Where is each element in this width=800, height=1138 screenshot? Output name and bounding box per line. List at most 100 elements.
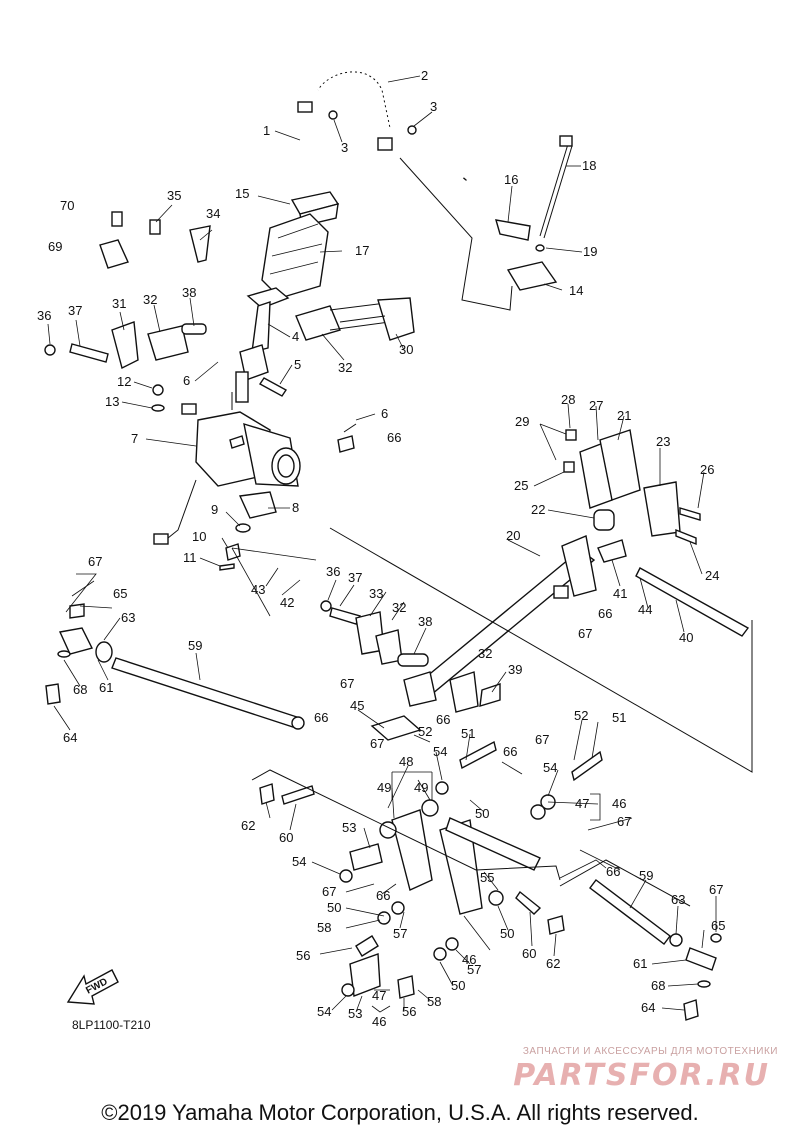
callout-21: 21 [617,408,631,423]
callout-17: 17 [355,243,369,258]
callout-10: 10 [192,529,206,544]
callout-4: 4 [292,329,299,344]
callout-36a: 36 [37,308,51,323]
callout-6a: 6 [183,373,190,388]
callout-18: 18 [582,158,596,173]
middle-linkage [320,600,501,713]
callout-60a: 60 [279,830,293,845]
callout-66g: 66 [606,864,620,879]
callout-49a: 49 [377,780,391,795]
callout-57b: 57 [467,962,481,977]
upper-clamp-assembly [563,429,701,546]
callout-15: 15 [235,186,249,201]
steering-column [235,287,290,403]
callout-2: 2 [421,68,428,83]
group-connectors [65,573,607,1013]
callout-39: 39 [508,662,522,677]
watermark-tagline: ЗАПЧАСТИ И АКСЕССУАРЫ ДЛЯ МОТОТЕХНИКИ [522,1046,778,1057]
callout-32b: 32 [338,360,352,375]
watermark-logo: PARTSFOR.RU [513,1058,770,1093]
callout-53b: 53 [348,1006,362,1021]
callout-66d: 66 [314,710,328,725]
callout-27: 27 [589,398,603,413]
callout-25: 25 [514,478,528,493]
callout-14: 14 [569,283,583,298]
callout-51b: 51 [612,710,626,725]
callout-50d: 50 [451,978,465,993]
callout-61b: 61 [633,956,647,971]
callout-59a: 59 [188,638,202,653]
copyright-notice: ©2019 Yamaha Motor Corporation, U.S.A. A… [101,1100,699,1125]
callout-8: 8 [292,500,299,515]
callout-9: 9 [211,502,218,517]
callout-66c: 66 [436,712,450,727]
callout-63a: 63 [121,610,135,625]
callout-32a: 32 [143,292,157,307]
left-bracket-parts [44,211,211,370]
callout-49b: 49 [414,780,428,795]
diagram-code: 8LP1100-T210 [72,1018,151,1032]
callout-48: 48 [399,754,413,769]
callout-65b: 65 [711,918,725,933]
callout-61a: 61 [99,680,113,695]
callout-33: 33 [369,586,383,601]
callout-50c: 50 [500,926,514,941]
callout-13: 13 [105,394,119,409]
callout-42: 42 [280,595,294,610]
callout-11: 11 [183,550,197,565]
callout-37b: 37 [348,570,362,585]
callout-67b: 67 [578,626,592,641]
callout-3b: 3 [430,99,437,114]
callout-68a: 68 [73,682,87,697]
callout-3a: 3 [341,140,348,155]
callout-68b: 68 [651,978,665,993]
callout-46c: 46 [372,1014,386,1029]
callout-50b: 50 [327,900,341,915]
callout-58a: 58 [317,920,331,935]
callout-50a: 50 [475,806,489,821]
right-bracket [295,297,415,341]
callout-66e: 66 [503,744,517,759]
callout-24: 24 [705,568,719,583]
callout-1: 1 [263,123,270,138]
callout-29: 29 [515,414,529,429]
callout-54c: 54 [292,854,306,869]
callout-38b: 38 [418,614,432,629]
callout-43: 43 [251,582,265,597]
eps-unit [153,392,301,545]
callout-46a: 46 [612,796,626,811]
callout-26: 26 [700,462,714,477]
callout-67a: 67 [88,554,102,569]
callout-67f: 67 [322,884,336,899]
callout-66f: 66 [376,888,390,903]
callout-47a: 47 [575,796,589,811]
callout-67g: 67 [617,814,631,829]
callout-66a: 66 [387,430,401,445]
callout-54b: 54 [543,760,557,775]
callout-7: 7 [131,431,138,446]
callout-45: 45 [350,698,364,713]
callout-62b: 62 [546,956,560,971]
callout-32d: 32 [478,646,492,661]
callout-6b: 6 [381,406,388,421]
callout-52a: 52 [418,724,432,739]
callout-38a: 38 [182,285,196,300]
callout-64b: 64 [641,1000,655,1015]
fwd-arrow-icon: FWD [66,969,119,1005]
callout-67h: 67 [709,882,723,897]
callout-22: 22 [531,502,545,517]
callout-41: 41 [613,586,627,601]
callout-40: 40 [679,630,693,645]
callout-55: 55 [480,870,494,885]
callout-23: 23 [656,434,670,449]
callout-64a: 64 [63,730,77,745]
shift-shaft [329,527,753,773]
callout-65a: 65 [113,586,127,601]
callout-37a: 37 [68,303,82,318]
callout-58b: 58 [427,994,441,1009]
callout-56b: 56 [402,1004,416,1019]
callout-69: 69 [48,239,62,254]
callout-5: 5 [294,357,301,372]
handlebar-assembly [253,57,467,227]
callout-35: 35 [167,188,181,203]
